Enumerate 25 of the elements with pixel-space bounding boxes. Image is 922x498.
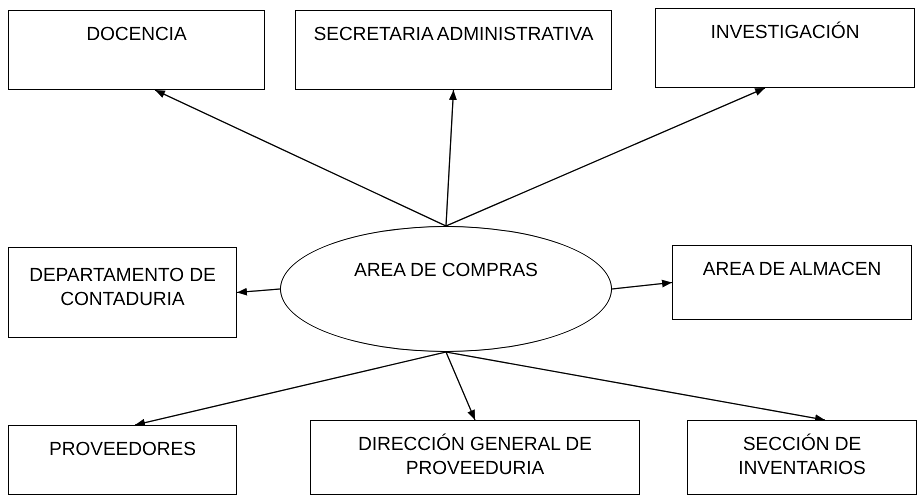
unit-box [8, 10, 265, 90]
node-label: PROVEEDORES [49, 438, 196, 462]
node-label: AREA DE COMPRAS [354, 259, 538, 283]
node-label: INVESTIGACIÓN [710, 21, 860, 45]
node-label: DIRECCIÓN GENERAL DE PROVEEDURIA [357, 433, 593, 481]
unit-box [295, 10, 612, 90]
arrow [446, 351, 826, 422]
unit-box [310, 420, 640, 495]
arrow [445, 90, 457, 226]
unit-box [8, 425, 237, 495]
node-label: SECRETARIA ADMINISTRATIVA [314, 23, 594, 47]
unit-box [687, 420, 917, 495]
arrow [134, 351, 446, 427]
unit-box [8, 247, 237, 338]
node-label: AREA DE ALMACEN [702, 258, 882, 282]
node-label: DEPARTAMENTO DE CONTADURIA [28, 264, 217, 312]
arrow [445, 352, 476, 420]
node-label: SECCIÓN DE INVENTARIOS [737, 433, 867, 481]
unit-box [672, 245, 912, 320]
arrow [612, 280, 672, 290]
arrow [236, 288, 280, 296]
unit-box [655, 8, 915, 88]
arrow [446, 87, 766, 227]
node-label: DOCENCIA [86, 23, 187, 47]
arrow [154, 89, 446, 227]
